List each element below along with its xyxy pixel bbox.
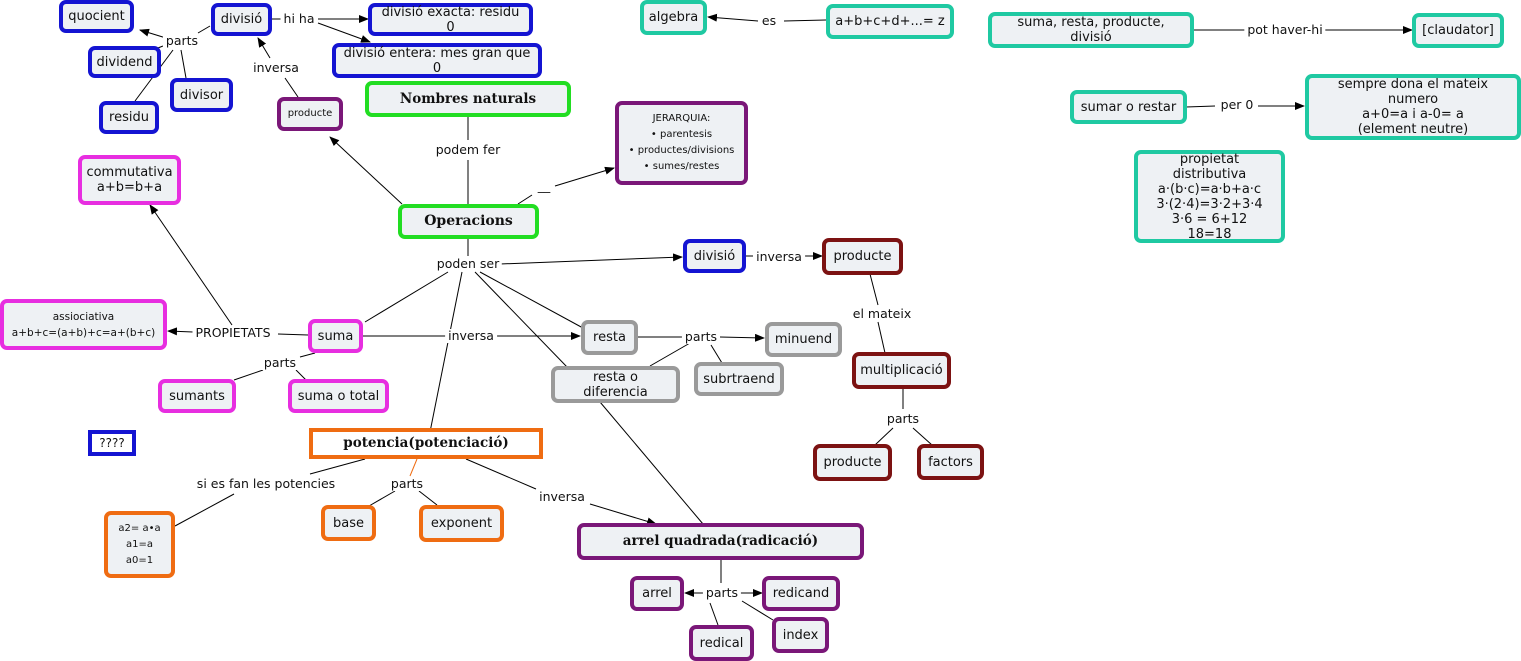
- link-label-parts: parts: [883, 412, 923, 426]
- concept-base[interactable]: base: [321, 505, 376, 541]
- concept-multiplicacio[interactable]: multiplicació: [852, 352, 951, 389]
- concept-resta[interactable]: resta: [581, 320, 638, 355]
- concept-suma[interactable]: suma: [308, 319, 363, 353]
- concept-sumants[interactable]: sumants: [158, 379, 236, 413]
- concept-abcd-sum[interactable]: a+b+c+d+...= z: [826, 4, 954, 39]
- concept-algebra[interactable]: algebra: [640, 0, 707, 35]
- concept-factors[interactable]: factors: [917, 444, 984, 480]
- concept-potencia[interactable]: potencia(potenciació): [309, 428, 543, 459]
- link-label-propietats: PROPIETATS: [192, 326, 274, 340]
- link-label-parts: parts: [260, 356, 300, 370]
- concept-producte[interactable]: producte: [822, 238, 903, 275]
- concept-element-neutre[interactable]: sempre dona el mateix numero a+0=a i a-0…: [1305, 74, 1521, 140]
- link-label-poden-ser: poden ser: [433, 257, 503, 271]
- concept-dividend[interactable]: dividend: [88, 46, 161, 78]
- concept-divisor[interactable]: divisor: [170, 78, 233, 112]
- link-label-inversa: inversa: [536, 490, 588, 504]
- concept-suma-o-total[interactable]: suma o total: [288, 379, 389, 413]
- concept-claudator[interactable]: [claudator]: [1412, 13, 1504, 48]
- concept-resta-o-diferencia[interactable]: resta o diferencia: [551, 366, 680, 403]
- link-label-hi-ha: hi ha: [280, 12, 318, 26]
- concept-suma-resta-producte-divisio[interactable]: suma, resta, producte, divisió: [988, 12, 1194, 48]
- concept-arrel[interactable]: arrel: [630, 576, 684, 611]
- concept-operacions[interactable]: Operacions: [398, 204, 539, 239]
- link-label-parts: parts: [387, 477, 427, 491]
- concept-redicand[interactable]: redicand: [762, 576, 840, 611]
- concept-question-marks[interactable]: ????: [88, 430, 136, 456]
- concept-minuend[interactable]: minuend: [765, 322, 842, 357]
- concept-propietat-distributiva[interactable]: propietat distributiva a·(b·c)=a·b+a·c 3…: [1134, 150, 1285, 243]
- link-label-parts: parts: [681, 330, 721, 344]
- concept-exponent[interactable]: exponent: [419, 505, 504, 542]
- concept-arrel-quadrada[interactable]: arrel quadrada(radicació): [577, 523, 864, 560]
- concept-nombres-naturals[interactable]: Nombres naturals: [365, 81, 571, 117]
- concept-index[interactable]: index: [772, 617, 829, 653]
- concept-divisio[interactable]: divisió: [211, 3, 272, 36]
- concept-assiociativa[interactable]: assiociativa a+b+c=(a+b)+c=a+(b+c): [0, 299, 167, 350]
- concept-jerarquia[interactable]: JERARQUIA: • parentesis • productes/divi…: [615, 101, 748, 185]
- link-label-es: es: [758, 14, 780, 28]
- link-label-pot-haver-hi: pot haver-hi: [1244, 23, 1326, 37]
- concept-subtraend[interactable]: subrtraend: [694, 362, 784, 396]
- link-label-inversa: inversa: [445, 329, 497, 343]
- concept-producte[interactable]: producte: [277, 97, 343, 131]
- concept-divisio-entera[interactable]: divisió entera: mes gran que 0: [332, 43, 542, 78]
- concept-divisio[interactable]: divisió: [683, 239, 746, 273]
- link-label-inversa: inversa: [753, 250, 805, 264]
- link-label-parts: parts: [162, 34, 202, 48]
- link-label-parts: parts: [702, 586, 742, 600]
- link-label-dash: __: [534, 179, 554, 193]
- concept-producte[interactable]: producte: [813, 444, 892, 481]
- concept-divisio-exacta[interactable]: divisió exacta: residu 0: [368, 3, 533, 36]
- concept-commutativa[interactable]: commutativa a+b=b+a: [78, 155, 181, 205]
- concept-sumar-o-restar[interactable]: sumar o restar: [1070, 90, 1187, 124]
- link-label-podem-fer: podem fer: [432, 143, 504, 157]
- concept-quocient[interactable]: quocient: [59, 0, 134, 33]
- concept-residu[interactable]: residu: [99, 101, 159, 134]
- link-label-inversa: inversa: [250, 61, 302, 75]
- concept-redical[interactable]: redical: [689, 625, 754, 661]
- link-label-si-potencies: si es fan les potencies: [193, 477, 339, 491]
- link-label-per-0: per 0: [1217, 98, 1257, 112]
- link-label-el-mateix: el mateix: [849, 307, 915, 321]
- concept-potencies[interactable]: a2= a•a a1=a a0=1: [104, 511, 175, 578]
